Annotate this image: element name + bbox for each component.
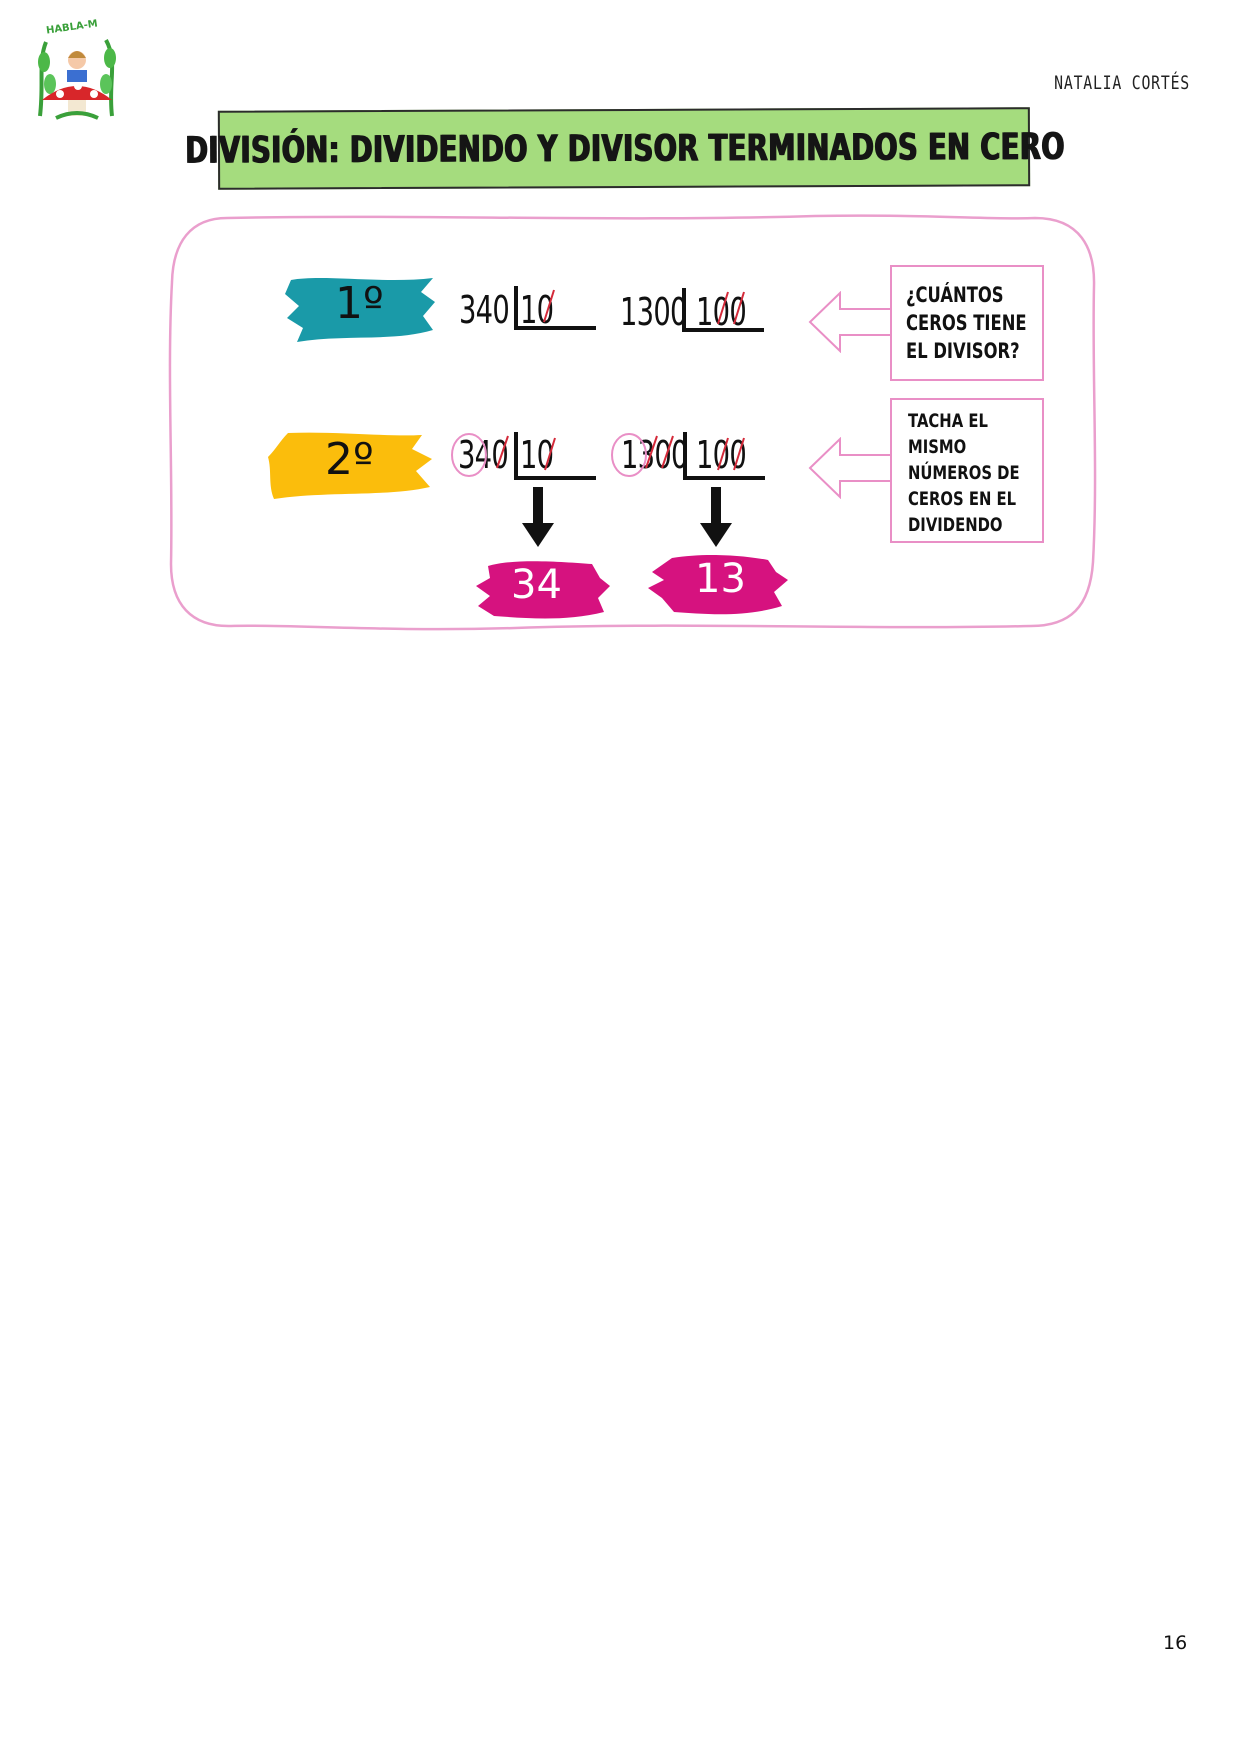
left-arrow-icon — [808, 437, 893, 499]
strike-mark — [496, 435, 509, 469]
strike-mark — [543, 289, 555, 323]
note-line: EL DIVISOR? — [906, 339, 1020, 363]
note-line: CEROS EN EL — [908, 488, 1017, 510]
strike-mark — [733, 291, 745, 325]
result-1-value: 34 — [511, 562, 562, 608]
step-1-dividend-2: 1300 — [620, 290, 687, 334]
note-line: CEROS TIENE — [906, 311, 1027, 335]
note-line: NÚMEROS DE — [908, 462, 1020, 484]
strike-mark — [544, 437, 556, 471]
division-bracket — [682, 288, 764, 332]
step-1-badge — [285, 278, 435, 342]
result-2-badge — [648, 554, 788, 615]
mushroom-reading-girl-logo: HABLA-M — [34, 18, 120, 120]
note-line: TACHA EL — [908, 410, 988, 432]
title-banner: DIVISIÓN: DIVIDENDO Y DIVISOR TERMINADOS… — [184, 107, 1064, 190]
down-arrow-icon — [522, 487, 554, 547]
down-arrow-icon — [700, 487, 732, 547]
author-name: NATALIA CORTÉS — [1054, 72, 1190, 94]
note-box-step-2: TACHA EL MISMO NÚMEROS DE CEROS EN EL DI… — [890, 398, 1044, 543]
strike-mark — [717, 437, 729, 471]
note-line: MISMO — [908, 436, 967, 458]
left-arrow-icon — [808, 291, 893, 353]
step-1-dividend-1: 340 — [459, 288, 510, 332]
division-bracket — [611, 432, 765, 480]
strike-mark — [645, 435, 658, 469]
result-1-badge — [476, 561, 610, 619]
note-box-step-1: ¿CUÁNTOS CEROS TIENE EL DIVISOR? — [890, 265, 1044, 381]
strike-mark — [661, 435, 674, 469]
result-2-value: 13 — [695, 556, 746, 602]
note-line: ¿CUÁNTOS — [906, 283, 1004, 307]
note-line: DIVIDENDO — [908, 514, 1003, 536]
division-bracket — [451, 432, 596, 480]
step-1-label: 1º — [335, 278, 384, 329]
page-title: DIVISIÓN: DIVIDENDO Y DIVISOR TERMINADOS… — [184, 125, 1064, 172]
step-2-label: 2º — [325, 434, 374, 485]
step-2-divisor-1: 10 — [520, 433, 554, 477]
step-2-dividend-1: 340 — [458, 433, 509, 477]
division-bracket — [514, 286, 596, 330]
page-number: 16 — [1163, 1632, 1188, 1654]
circle-mark — [451, 433, 487, 477]
circle-mark — [611, 433, 647, 477]
strike-mark — [733, 437, 745, 471]
content-frame — [168, 214, 1097, 631]
step-2-badge — [268, 432, 432, 499]
strike-mark — [717, 291, 729, 325]
